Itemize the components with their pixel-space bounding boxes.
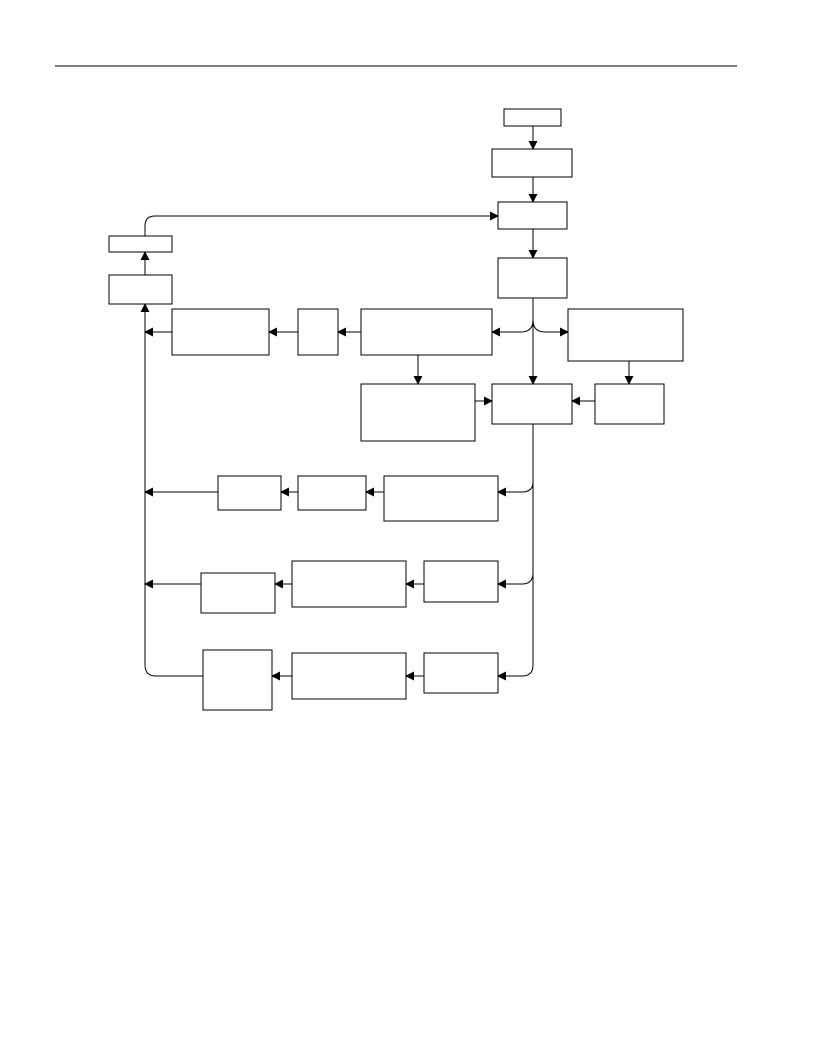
branch-right-box-1 [567,308,684,362]
row2-box-2 [291,560,407,608]
return-bus [140,303,203,677]
row3-box-3 [202,649,273,711]
branch-left-box-3 [171,308,270,356]
left-collector-box [108,274,173,305]
step-box-4 [497,257,568,299]
arrow-branch-left [491,319,534,337]
arrow-spine-row2 [497,572,534,589]
left-top-box [108,235,173,253]
step-box-2 [491,148,573,178]
arrow-branch-right [532,319,569,337]
row1-box-3 [217,475,282,511]
step-box-3 [497,201,568,230]
arrow-top-loop [144,211,499,236]
row2-box-3 [200,572,276,614]
spine-line [521,424,534,677]
row3-box-2 [291,652,407,700]
branch-right-box-2 [594,383,665,425]
row1-box-2 [297,475,367,511]
row3-box-1 [423,652,499,694]
arrow-spine-row1 [497,481,534,497]
branch-left-box-1 [360,308,493,356]
side-box [360,383,476,442]
center-box [491,383,573,425]
row2-box-1 [423,560,499,603]
row1-box-1 [383,475,499,522]
start-box [503,108,562,127]
branch-left-box-2 [297,308,339,356]
